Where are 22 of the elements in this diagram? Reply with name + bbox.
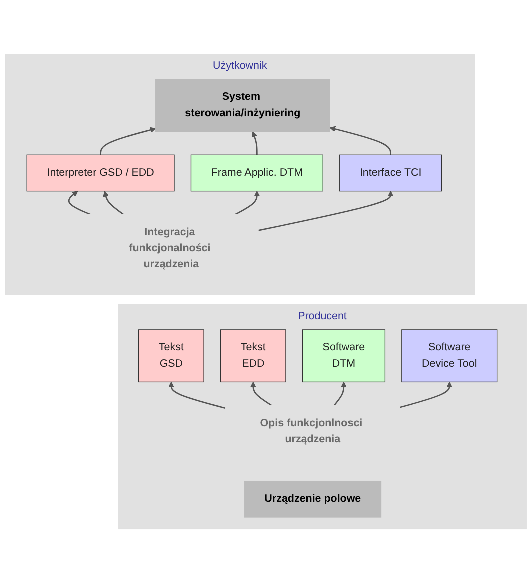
arrow (168, 382, 226, 409)
node-box: System sterowania/inżyniering (156, 78, 330, 132)
arrow (100, 127, 156, 155)
arrow (234, 190, 260, 216)
arrow (103, 190, 124, 216)
arrow (68, 190, 92, 216)
node-text: Opis funkcjonlnosci urządzenia (260, 417, 363, 445)
arrow (334, 382, 347, 406)
node-box: Software Device Tool (402, 329, 498, 382)
node-box: Interpreter GSD / EDD (26, 154, 175, 192)
node-box: Interface TCI (340, 154, 442, 192)
node-box: Tekst EDD (220, 329, 286, 382)
node-box: Tekst GSD (138, 329, 204, 382)
arrow (400, 382, 453, 408)
arrow (258, 190, 394, 232)
node-box: Frame Applic. DTM (190, 154, 324, 192)
node-text: Integracja funkcjonalności urządzenia (129, 226, 211, 270)
arrow (330, 126, 392, 155)
arrow (250, 382, 272, 406)
arrow (252, 131, 258, 155)
node-box: Urządzenie polowe (244, 480, 382, 518)
node-box: Software DTM (302, 329, 386, 382)
